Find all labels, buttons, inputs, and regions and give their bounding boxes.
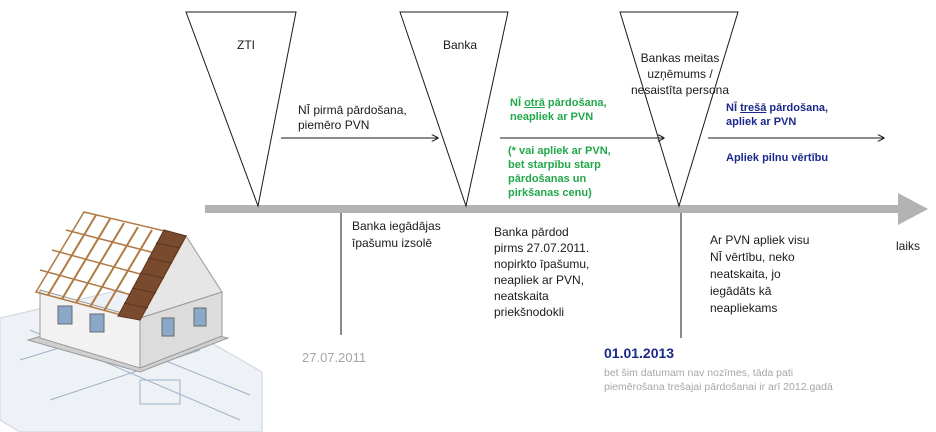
sale2-line2: neapliek ar PVN xyxy=(510,111,594,123)
house-under-construction-icon xyxy=(0,211,263,432)
funnel-banka-label: Banka xyxy=(442,38,478,52)
date1-label: 27.07.2011 xyxy=(302,350,367,365)
timeline-arrow xyxy=(205,193,928,225)
event2-text: Banka pārdod pirms 27.07.2011. nopirkto … xyxy=(494,225,590,319)
event1-text: Banka iegādājas īpašumu izsolē xyxy=(352,219,441,250)
sale2-note: (* vai apliek ar PVN, bet starpību starp… xyxy=(508,145,611,199)
date2-label: 01.01.2013 xyxy=(604,345,675,361)
sale2-text: NĪ otrā pārdošana, neapliek ar PVN xyxy=(510,96,650,124)
sale1-text: NĪ pirmā pārdošana, piemēro PVN xyxy=(298,103,448,133)
sale3-line2: apliek ar PVN xyxy=(726,116,797,128)
funnel-meitas xyxy=(619,11,739,208)
axis-label: laiks xyxy=(896,239,921,253)
funnel-banka xyxy=(399,11,509,208)
funnel-zti-label: ZTI xyxy=(237,38,255,52)
funnel-meitas-label: Bankas meitas uzņēmums / nesaistīta pers… xyxy=(630,51,730,97)
sale3-prefix: NĪ xyxy=(726,102,741,114)
sale3-line3: Apliek pilnu vērtību xyxy=(726,152,829,164)
sale3-text: NĪ trešā pārdošana, apliek ar PVN xyxy=(726,101,876,129)
date2-note: bet šim datumam nav nozīmes, tāda pati p… xyxy=(604,367,833,393)
event3-text: Ar PVN apliek visu NĪ vērtību, neko neat… xyxy=(710,233,810,315)
sale1-line1: NĪ pirmā pārdošana, xyxy=(298,103,407,117)
sale3-suffix: pārdošana, xyxy=(766,102,829,114)
sale1-line2: piemēro PVN xyxy=(298,118,370,132)
sale3-ordinal: trešā xyxy=(740,102,767,114)
sale2-suffix: pārdošana, xyxy=(544,97,607,109)
sale2-prefix: NĪ xyxy=(510,97,525,109)
funnel-zti xyxy=(185,11,297,208)
sale2-ordinal: otrā xyxy=(524,97,545,109)
